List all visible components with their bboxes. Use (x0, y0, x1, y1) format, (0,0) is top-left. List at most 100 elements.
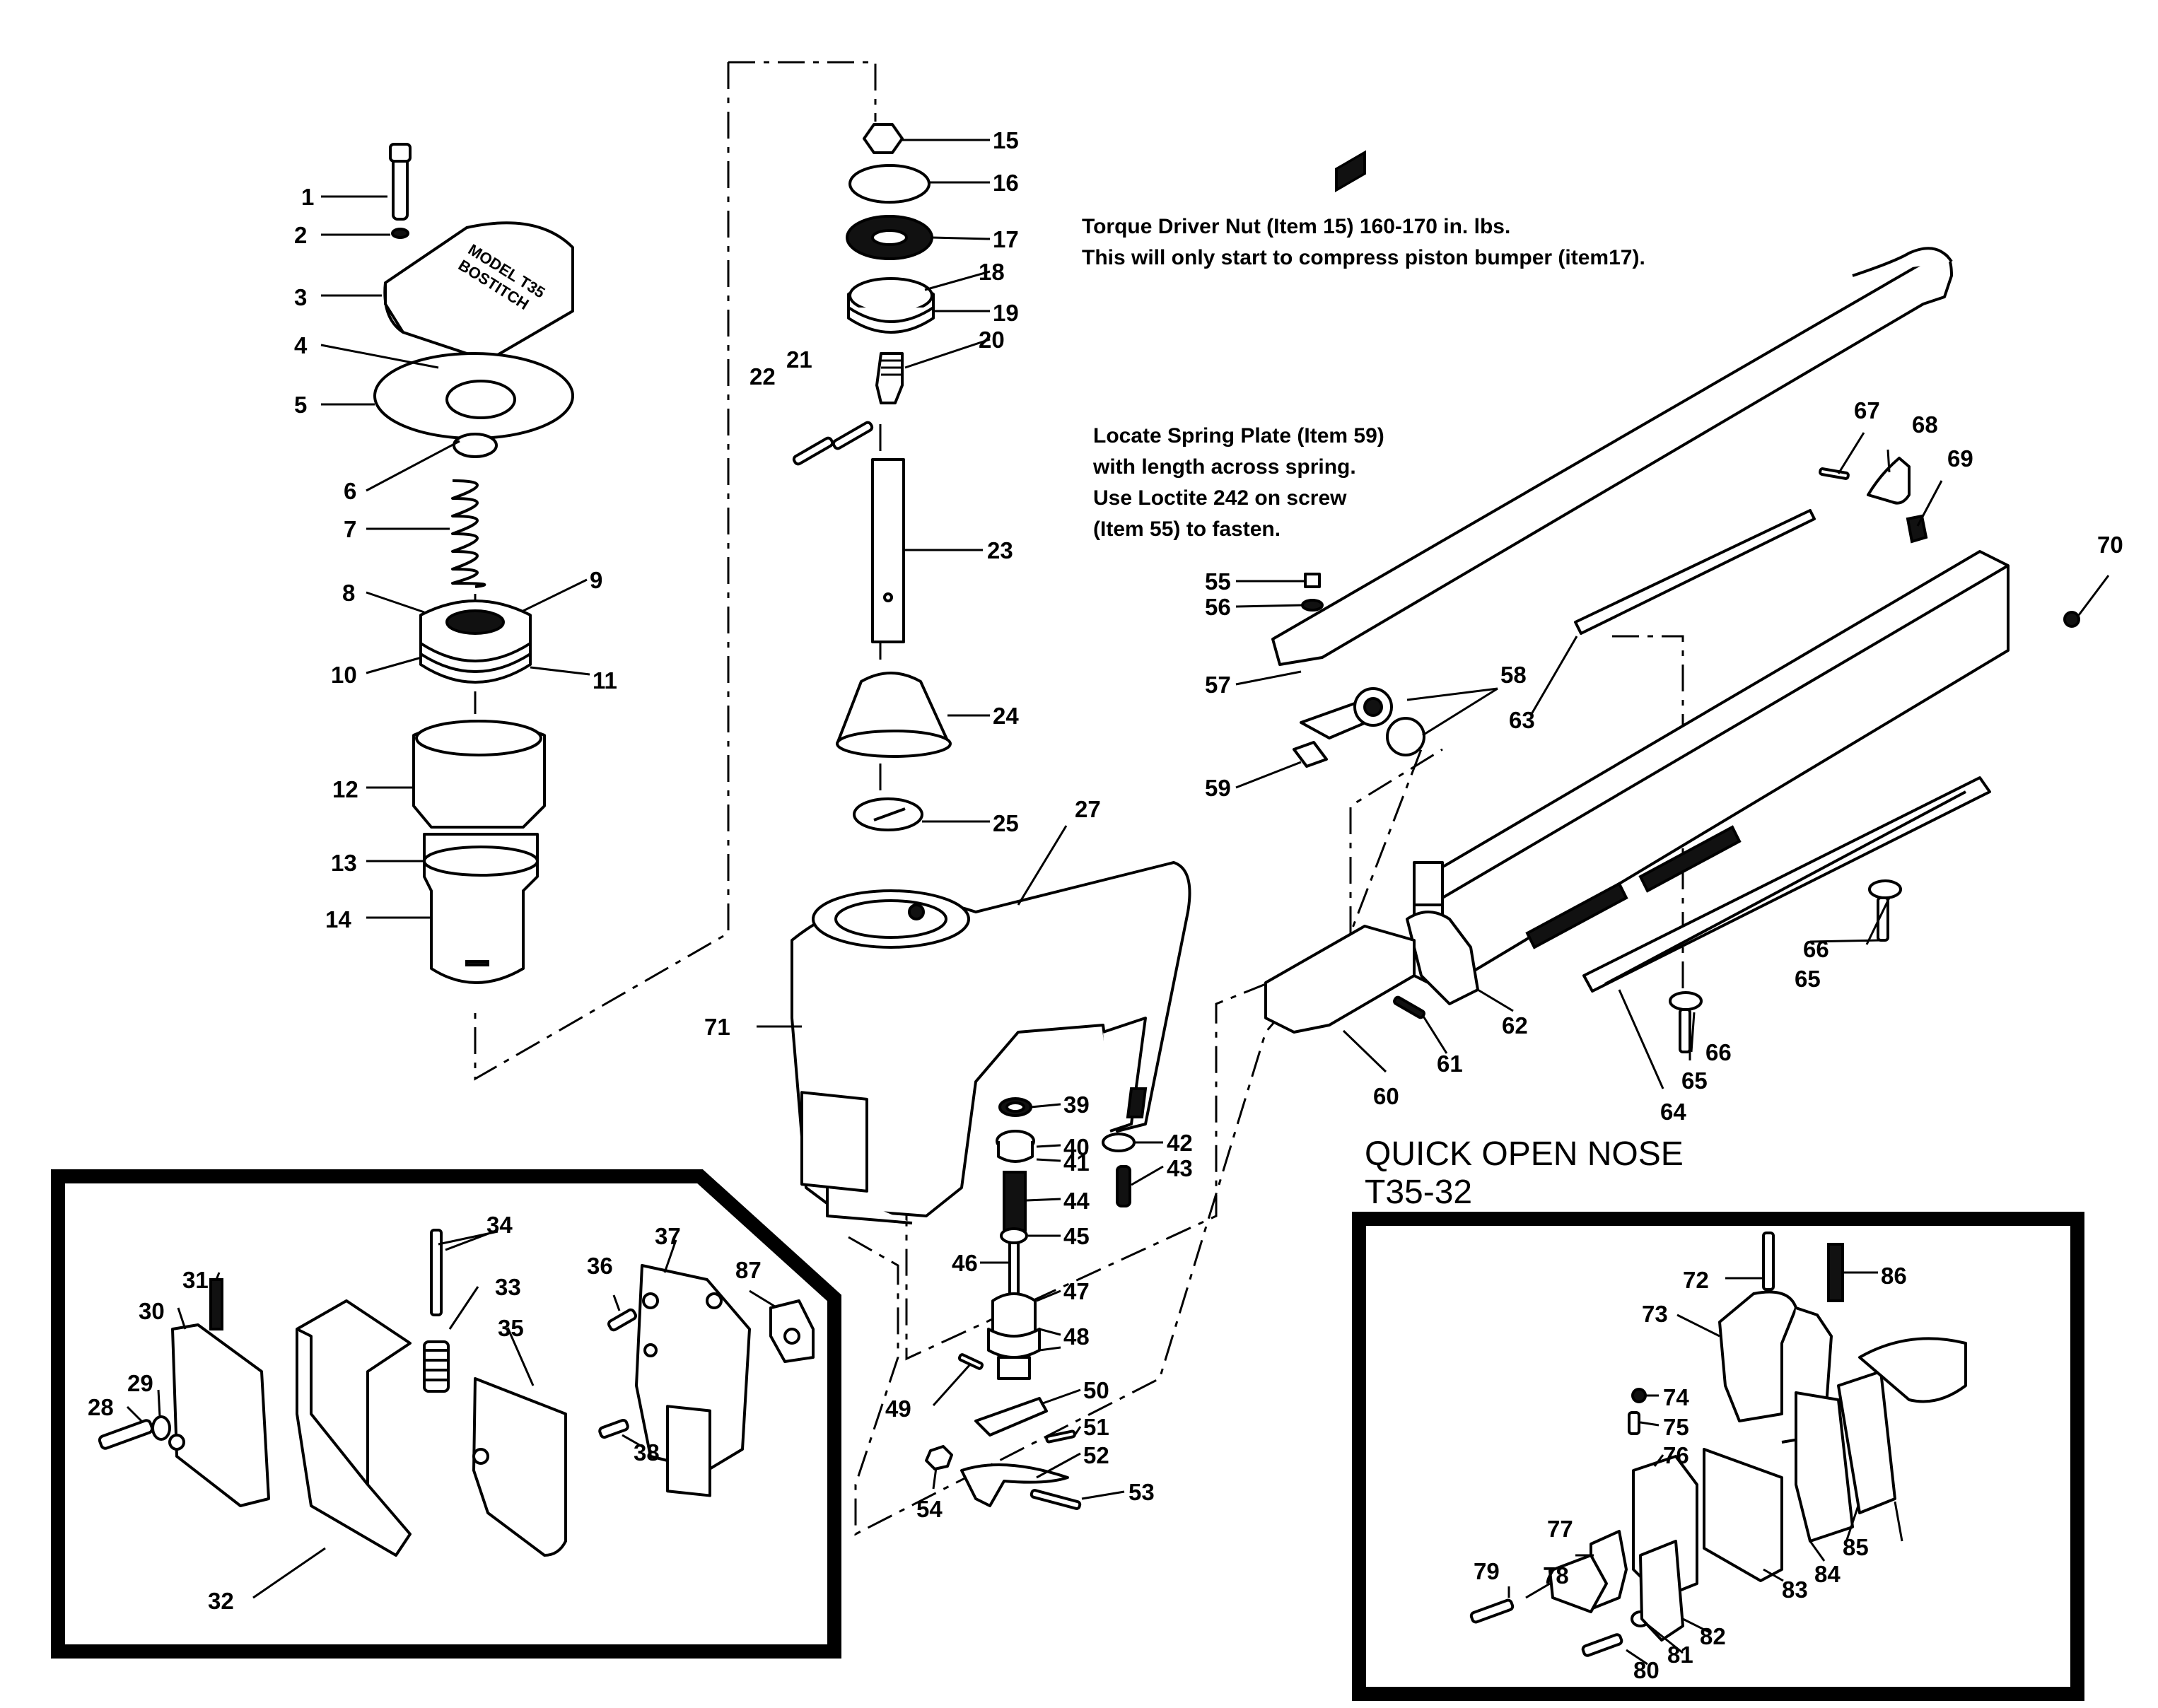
washer-56-part (1301, 599, 1324, 612)
callout-71: 71 (704, 1014, 730, 1040)
callout-65-second: 65 (1795, 966, 1821, 992)
stem-46-part (1008, 1241, 1020, 1299)
callout-58: 58 (1500, 662, 1527, 688)
seal-45-part (1000, 1227, 1028, 1244)
spring-note-line4: (Item 55) to fasten. (1093, 517, 1281, 541)
screw-79-part (1469, 1598, 1515, 1624)
callout-69: 69 (1947, 445, 1973, 472)
exhaust-deflector-part (445, 380, 516, 419)
inset-title-line2: T35-32 (1365, 1174, 1472, 1211)
callout-24: 24 (993, 703, 1019, 729)
guide-32-part (296, 1299, 412, 1557)
callout-34: 34 (486, 1212, 513, 1238)
driver-part (871, 458, 905, 643)
callout-57: 57 (1205, 672, 1231, 698)
callout-4: 4 (294, 332, 308, 358)
callout-40: 40 (1063, 1134, 1090, 1160)
quick-open-nose-inset-frame (1352, 1212, 2084, 1701)
piston-driver-assembly (792, 123, 952, 831)
spring-31-part (209, 1278, 223, 1330)
cap-assembly (373, 143, 574, 984)
plate-84-part (1795, 1391, 1854, 1543)
label-plate-part (800, 1091, 868, 1193)
washer-16-part (848, 164, 931, 204)
pusher-nut-55 (1304, 573, 1321, 588)
pusher-57-part (1271, 252, 1953, 666)
screw-38-part (598, 1418, 629, 1439)
pin-72-part (1762, 1232, 1775, 1291)
washer-42-part (1102, 1133, 1136, 1152)
nut-54-part (925, 1445, 953, 1470)
ball-74-part (1631, 1388, 1647, 1403)
pin-21-part (832, 421, 874, 450)
callout-33: 33 (495, 1274, 521, 1300)
plate-78-part (1548, 1554, 1608, 1613)
callout-16: 16 (993, 170, 1019, 196)
bushing-41-part (997, 1141, 1034, 1163)
plate-85-part (1837, 1370, 1896, 1514)
callout-66-second: 66 (1803, 936, 1829, 962)
callout-22: 22 (750, 363, 776, 390)
inset-title-line1: QUICK OPEN NOSE (1365, 1135, 1684, 1173)
callout-79: 79 (1474, 1558, 1500, 1584)
callout-8: 8 (342, 580, 355, 606)
callout-52: 52 (1083, 1442, 1109, 1468)
nose-60-part (1264, 925, 1416, 1034)
callout-12: 12 (332, 776, 358, 802)
callout-13: 13 (331, 850, 357, 876)
spring-44-part (1003, 1171, 1027, 1232)
quick-open-nose-parts (1469, 1232, 1967, 1657)
callout-54: 54 (916, 1496, 943, 1522)
magazine-62-part (1406, 911, 1479, 1005)
nose-plate-30-part (171, 1323, 270, 1507)
callout-38: 38 (634, 1439, 660, 1466)
spring-note-line1: Locate Spring Plate (Item 59) (1093, 424, 1384, 448)
callout-10: 10 (331, 662, 357, 688)
callout-3: 3 (294, 284, 307, 310)
callout-66: 66 (1705, 1039, 1732, 1065)
notes: Torque Driver Nut (Item 15) 160-170 in. … (1082, 215, 1645, 541)
tool-nose-inset-frame (51, 1169, 841, 1659)
plate-82-part (1639, 1540, 1684, 1642)
spring-86-part (1827, 1243, 1844, 1302)
callout-35: 35 (498, 1315, 524, 1341)
callout-30: 30 (139, 1298, 165, 1324)
callout-80: 80 (1633, 1657, 1660, 1683)
callout-28: 28 (88, 1394, 114, 1420)
callout-5: 5 (294, 392, 307, 418)
plate-37-part (635, 1264, 751, 1472)
callout-55: 55 (1205, 568, 1231, 595)
callout-64: 64 (1660, 1099, 1686, 1125)
callout-59: 59 (1205, 775, 1231, 801)
callout-56: 56 (1205, 594, 1231, 620)
pin-75-part (1628, 1411, 1640, 1435)
spring-58-part (1386, 717, 1425, 756)
callout-72: 72 (1683, 1267, 1709, 1293)
latch-73-part (1718, 1290, 1797, 1422)
callout-39: 39 (1063, 1092, 1090, 1118)
callout-29: 29 (127, 1370, 153, 1396)
callout-74: 74 (1663, 1384, 1689, 1410)
callout-46: 46 (952, 1250, 978, 1276)
callout-41: 41 (1063, 1150, 1090, 1176)
spring-plate-59-part (1293, 741, 1328, 768)
callout-51: 51 (1083, 1414, 1109, 1440)
callout-32: 32 (208, 1588, 234, 1614)
callout-36: 36 (587, 1253, 613, 1279)
driver-holder-part (875, 352, 904, 404)
valve-part (453, 433, 498, 458)
callout-18: 18 (979, 259, 1005, 285)
callout-49: 49 (885, 1396, 911, 1422)
callout-23: 23 (987, 537, 1013, 563)
callout-11: 11 (593, 667, 617, 694)
valve-spring-part (451, 479, 486, 588)
callout-61: 61 (1437, 1051, 1463, 1077)
callout-81: 81 (1667, 1642, 1693, 1668)
callout-50: 50 (1083, 1377, 1109, 1403)
callout-60: 60 (1373, 1083, 1399, 1109)
trigger-50-part (974, 1397, 1048, 1437)
callout-70: 70 (2097, 532, 2123, 558)
spring-note-line3: Use Loctite 242 on screw (1093, 486, 1347, 510)
pin-51-part (1045, 1429, 1076, 1444)
trigger-assembly (925, 1397, 1082, 1510)
